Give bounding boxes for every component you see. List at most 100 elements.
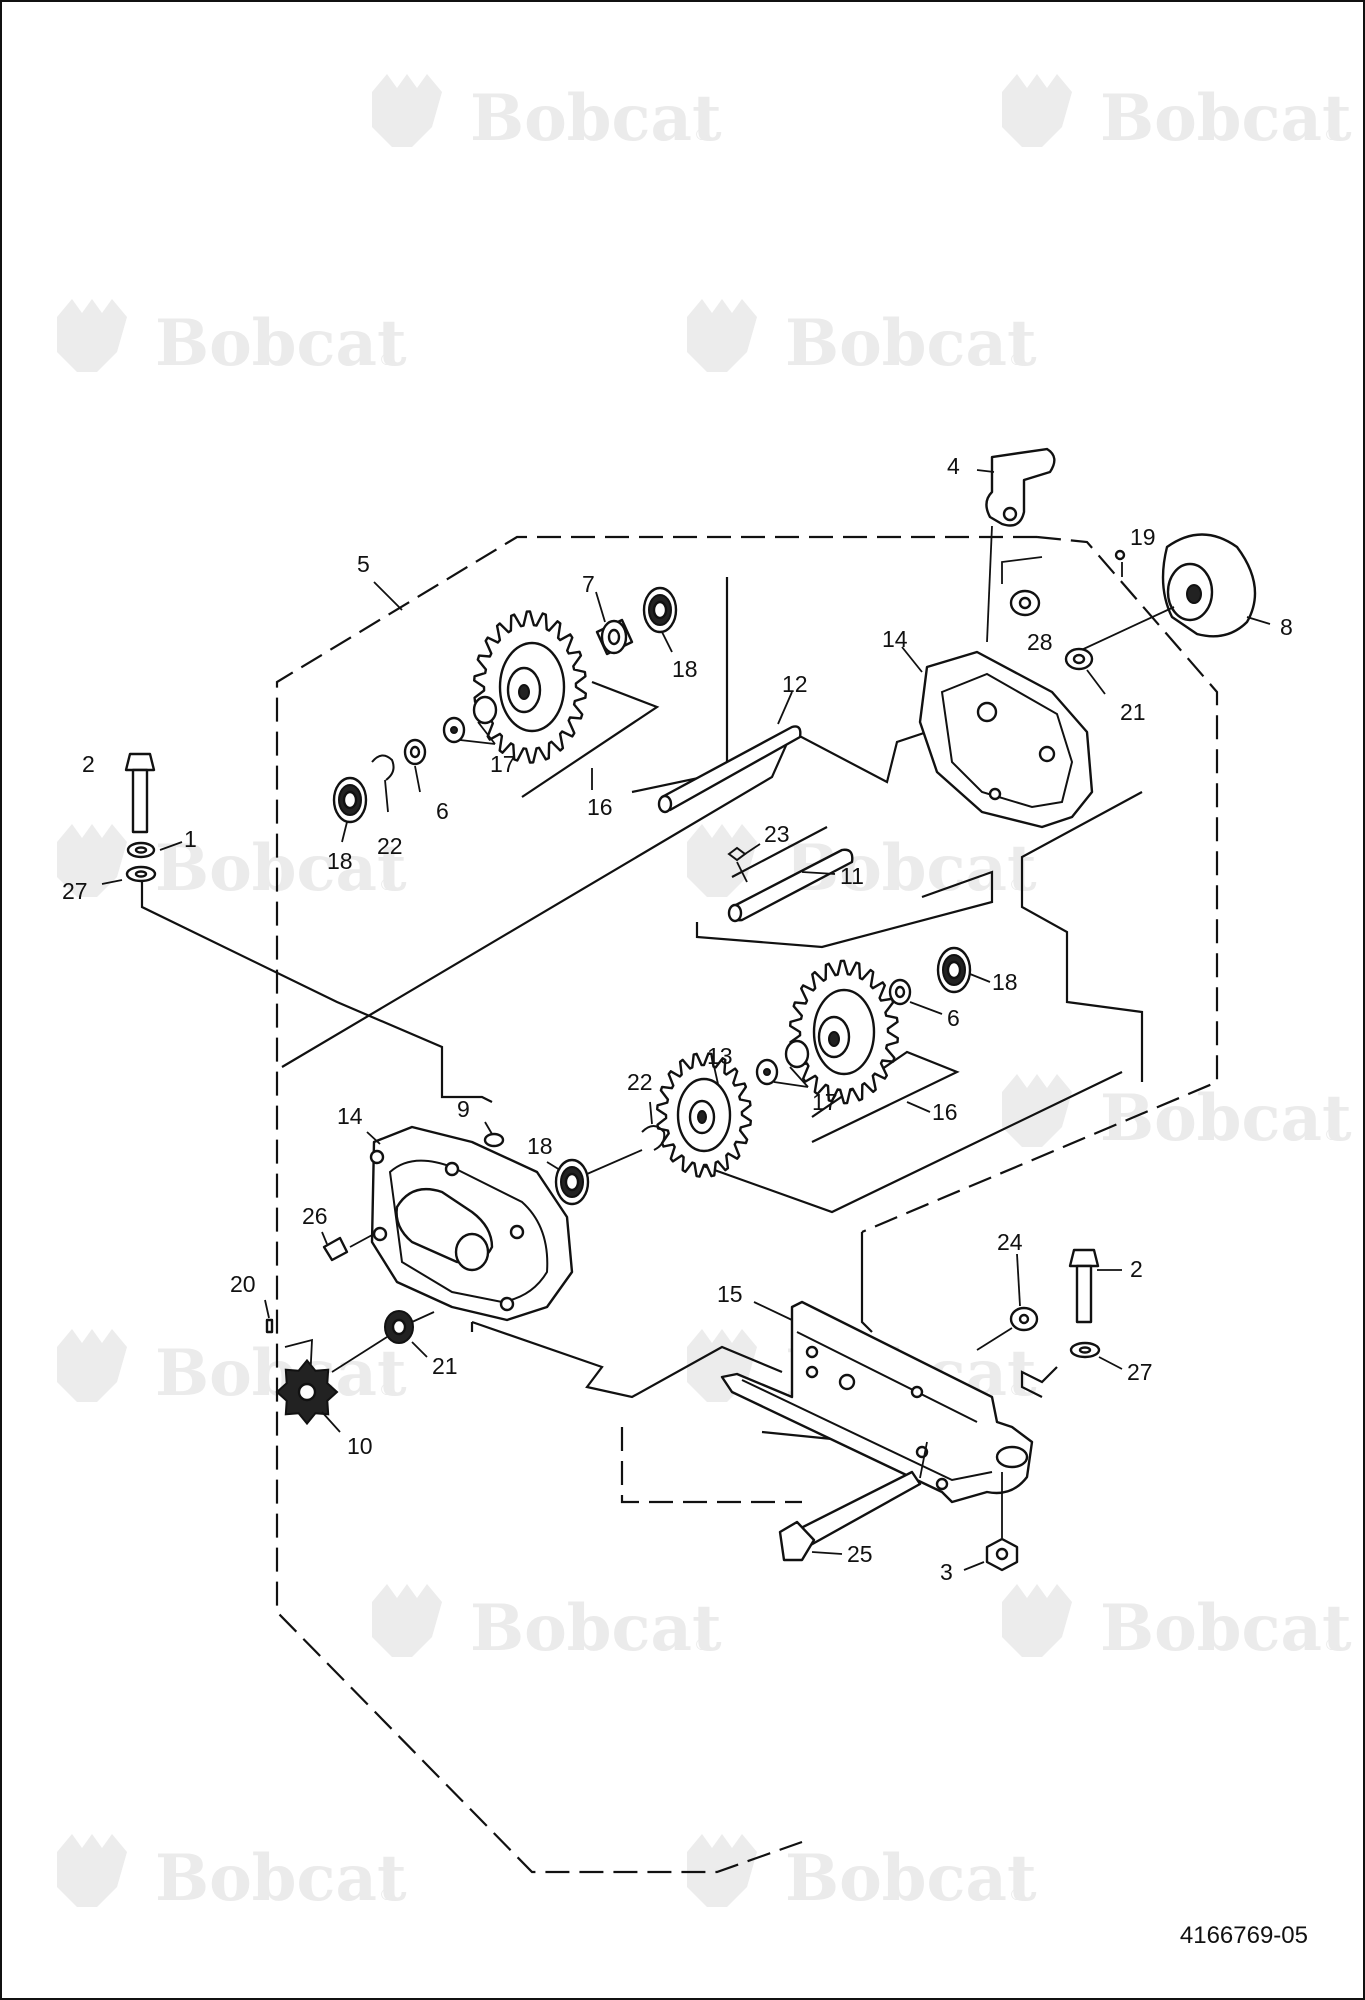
label-24: 24 xyxy=(997,1229,1023,1255)
shaft-group-dashed-line xyxy=(620,1427,802,1504)
watermark-text: Bobcat xyxy=(155,306,407,381)
watermark-registered-mark: ® xyxy=(379,875,395,894)
bracket-5-dashed-outline-right xyxy=(861,535,1219,1234)
label-9: 9 xyxy=(457,1096,470,1122)
snap-ring-part-22-upper xyxy=(371,754,395,781)
right-frame-line xyxy=(1020,791,1144,1082)
pin-part-9 xyxy=(483,1132,505,1148)
housing-part-14-upper xyxy=(918,650,1094,829)
watermark-text: Bobcat xyxy=(470,1591,722,1666)
bolt-part-25 xyxy=(778,1441,928,1562)
label-17-upper: 17 xyxy=(490,751,516,777)
watermark-text: Bobcat xyxy=(1100,81,1352,156)
label-10: 10 xyxy=(347,1433,373,1459)
watermark-text: Bobcat xyxy=(470,81,722,156)
watermark-text: Bobcat xyxy=(155,1841,407,1916)
gear-upper-part-16 xyxy=(473,610,587,764)
watermark-registered-mark: ® xyxy=(379,1380,395,1399)
gear-part-13 xyxy=(656,1052,752,1178)
bobcat-watermark-logo: Bobcat® xyxy=(687,299,1037,381)
bracket-5-dashed-outline xyxy=(275,535,1037,1874)
plate-part-15 xyxy=(720,1300,1034,1504)
lower-main-leader xyxy=(140,882,493,1103)
watermark-registered-mark: ® xyxy=(379,350,395,369)
label-25: 25 xyxy=(847,1541,873,1567)
lower-plate-line xyxy=(471,1320,783,1399)
watermark-registered-mark: ® xyxy=(1324,125,1340,144)
bolt-part-2-right xyxy=(1068,1248,1100,1324)
bobcat-watermark-logo: Bobcat® xyxy=(57,299,407,381)
watermark-text: Bobcat xyxy=(1100,1591,1352,1666)
washer-part-6-lower xyxy=(888,978,912,1006)
label-14-upper: 14 xyxy=(882,626,908,652)
label-15: 15 xyxy=(717,1281,743,1307)
housing-part-14-lower xyxy=(369,1125,574,1322)
nut-part-24 xyxy=(976,1306,1039,1351)
bobcat-watermark-logo: Bobcat® xyxy=(687,1834,1037,1916)
watermark-registered-mark: ® xyxy=(1324,1635,1340,1654)
label-3: 3 xyxy=(940,1559,953,1585)
lock-washer-part-1 xyxy=(126,841,156,859)
bobcat-watermark-logo: Bobcat® xyxy=(57,1834,407,1916)
label-22-upper: 22 xyxy=(377,833,403,859)
label-23: 23 xyxy=(764,821,790,847)
bearing-part-18-left xyxy=(332,776,368,824)
label-5: 5 xyxy=(357,551,370,577)
watermark-text: Bobcat xyxy=(785,1841,1037,1916)
watermark-registered-mark: ® xyxy=(1009,1885,1025,1904)
bobcat-watermark-logo: Bobcat® xyxy=(372,74,722,156)
upper-gear-16-bracket xyxy=(521,680,660,798)
pin-part-19 xyxy=(1114,549,1126,577)
label-14-lower: 14 xyxy=(337,1103,363,1129)
label-16-upper: 16 xyxy=(587,794,613,820)
shaft-part-11 xyxy=(727,848,854,923)
nut-part-3 xyxy=(985,1472,1019,1572)
nut-part-21-lower xyxy=(331,1310,435,1373)
label-12: 12 xyxy=(782,671,808,697)
bearing-part-18-top xyxy=(642,586,678,634)
watermark-registered-mark: ® xyxy=(694,125,710,144)
watermark-text: Bobcat xyxy=(155,1336,407,1411)
lower-housing-line xyxy=(691,1071,1123,1214)
label-2-left: 2 xyxy=(82,751,95,777)
label-27-left: 27 xyxy=(62,878,88,904)
bobcat-watermark-logo: Bobcat® xyxy=(57,1329,407,1411)
bobcat-watermark-logo: Bobcat® xyxy=(1002,74,1352,156)
bushing-part-7 xyxy=(595,618,634,656)
spacers-part-17-upper xyxy=(442,695,498,745)
washer-part-6-upper xyxy=(403,738,427,766)
document-number: 4166769-05 xyxy=(1179,1922,1308,1949)
label-11: 11 xyxy=(840,863,864,889)
lever-part-4 xyxy=(985,447,1056,643)
bolt-part-2-left xyxy=(124,752,156,834)
label-leaders xyxy=(101,469,1271,1571)
label-6-lower: 6 xyxy=(947,1005,960,1031)
bearing-part-18-lower xyxy=(554,1149,643,1206)
label-4: 4 xyxy=(947,453,960,479)
watermark-registered-mark: ® xyxy=(694,1635,710,1654)
right-bracket-line xyxy=(860,1232,873,1333)
bobcat-watermark-logo: Bobcat® xyxy=(372,1584,722,1666)
washer-part-27-right xyxy=(1069,1341,1101,1359)
label-1: 1 xyxy=(184,826,197,852)
label-27-right: 27 xyxy=(1127,1359,1153,1385)
label-26: 26 xyxy=(302,1203,328,1229)
washer-part-21-upper xyxy=(1064,647,1094,671)
center-shaft-upper xyxy=(731,826,828,878)
label-2-right: 2 xyxy=(1130,1256,1143,1282)
cap-part-8 xyxy=(1076,533,1257,653)
bobcat-watermark-logo: Bobcat® xyxy=(1002,1584,1352,1666)
center-shaft-outline xyxy=(695,870,994,949)
plug-part-26 xyxy=(322,1233,375,1262)
upper-main-leader xyxy=(281,715,973,1068)
watermark-text: Bobcat xyxy=(785,306,1037,381)
label-18-left: 18 xyxy=(327,848,353,874)
label-21-upper: 21 xyxy=(1120,699,1146,725)
label-28: 28 xyxy=(1027,629,1053,655)
shaft-part-12 xyxy=(657,725,802,814)
watermark-registered-mark: ® xyxy=(379,1885,395,1904)
nut-part-28 xyxy=(1001,556,1043,617)
label-7: 7 xyxy=(582,571,595,597)
